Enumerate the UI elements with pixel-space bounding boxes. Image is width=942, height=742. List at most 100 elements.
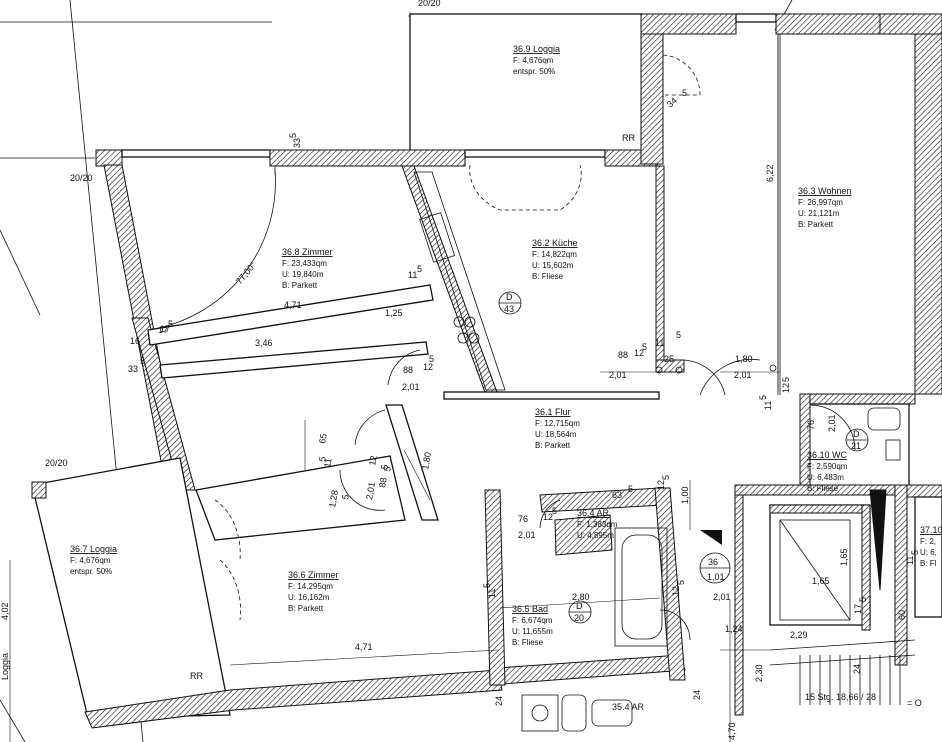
dim-label: 5 (781, 377, 791, 382)
room-perimeter: U: 18,564m (535, 430, 577, 439)
d-marker-43: D 43 (498, 291, 522, 315)
room-title: 36.3 Wohnen (798, 186, 851, 196)
dim-label: 5 (340, 494, 351, 501)
dim-label: 11 (487, 589, 497, 598)
dim-label: 4,71 (355, 642, 373, 652)
room-perimeter: U: 16,162m (288, 593, 330, 602)
room-bad-36-5: 36.5 Bad F: 6,674qm U: 11,655m B: Fliese (512, 604, 553, 647)
room-area: F: 23,433qm (282, 259, 327, 268)
room-floor: B: Parkett (288, 604, 324, 613)
room-loggia-36-9: 36.9 Loggia F: 4,676qm entspr. 50% (513, 44, 560, 76)
room-floor: B: Fliese (512, 638, 544, 647)
room-title: 36.4 AR (577, 508, 610, 518)
dim-label: 24 (852, 664, 862, 674)
room-title: 37.10 (920, 525, 942, 535)
dim-label: 2,30 (754, 664, 764, 682)
room-zimmer-36-6: 36.6 Zimmer F: 14,295qm U: 16,162m B: Pa… (288, 570, 339, 613)
dim-label: RR (622, 133, 635, 143)
room-title: 36.6 Zimmer (288, 570, 339, 580)
stair-marker-bottom: 1,01 (707, 572, 725, 582)
room-title: 36.9 Loggia (513, 44, 560, 54)
dim-label: 2,29 (790, 630, 808, 640)
dimension-lines (9, 34, 780, 742)
dim-label: 2,80 (572, 592, 590, 602)
room-perimeter: U: 11,655m (512, 627, 553, 636)
dim-label: 88 (403, 365, 413, 375)
dim-label: 12 (671, 586, 681, 596)
dim-label: 5 (417, 264, 422, 274)
dim-label: 2,01 (609, 370, 627, 380)
loggia-top (409, 13, 643, 155)
room-title: 36.8 Zimmer (282, 247, 333, 257)
stair-marker-top: 36 (708, 557, 718, 567)
dim-label: 12 (781, 383, 791, 393)
doors (147, 54, 856, 641)
dim-label: 1,00 (680, 486, 690, 504)
dim-label: 33 (128, 364, 138, 374)
dim-label: 2,01 (402, 382, 420, 392)
dim-label: 4,02 (0, 602, 10, 620)
dim-label: 17 (853, 604, 863, 614)
room-title: 36.10 WC (807, 450, 848, 460)
room-area: F: 2, (920, 537, 936, 546)
dim-label: 5 (382, 466, 393, 473)
dim-label: 2,01 (827, 414, 837, 432)
dim-label: 88 (377, 477, 389, 489)
dim-label: 5 (682, 88, 687, 98)
room-area: F: 6,674qm (512, 616, 553, 625)
dim-label: 5 (858, 597, 868, 602)
room-note: entspr. 50% (513, 67, 555, 76)
dim-label: = O (907, 698, 922, 708)
room-area: F: 4,676qm (70, 556, 111, 565)
dim-label: 76 (518, 514, 528, 524)
dim-label: 1,80 (420, 451, 433, 470)
dim-label: 88 (618, 350, 628, 360)
room-title: 36.2 Küche (532, 238, 578, 248)
dim-label: 4,70 (727, 722, 737, 740)
room-wc-36-10: 36.10 WC F: 2,590qm U: 6,483m B: Fliese (807, 450, 848, 493)
dim-label: 4,71 (284, 300, 302, 310)
dim-label: 11 (763, 401, 773, 410)
dim-label: 63 (612, 490, 622, 500)
room-loggia-36-7: 36.7 Loggia F: 4,676qm entspr. 50% (70, 544, 117, 576)
dim-label: 12 (543, 512, 553, 522)
room-area: F: 26,997qm (798, 198, 843, 207)
d-marker-43-top: D (506, 292, 513, 302)
dim-label: 5 (288, 133, 298, 138)
d-marker-21-top: D (853, 429, 860, 439)
dim-label: 5 (552, 506, 557, 516)
dim-label: 2,01 (364, 481, 377, 500)
room-perimeter: U: 4,895m (577, 531, 614, 540)
d-marker-20: D 20 (568, 600, 592, 624)
dim-label: 5 (642, 342, 647, 352)
dim-label: 11 (905, 556, 915, 565)
dim-label: 5 (429, 354, 434, 364)
dim-label: 1,65 (812, 576, 830, 586)
room-perimeter: U: 6,483m (807, 473, 844, 482)
dim-label: 5 (140, 356, 145, 366)
dim-label: 5 (168, 319, 173, 329)
dimension-labels: 20/20 20/20 20/20 33 5 17 5 17 16 33 5 4… (0, 0, 922, 740)
dim-label: 6,22 (765, 164, 775, 182)
dim-label: 2,01 (713, 592, 731, 602)
dim-label: 17 (160, 324, 170, 334)
dim-label: 2,01 (518, 530, 536, 540)
room-kueche-36-2: 36.2 Küche F: 14,822qm U: 15,602m B: Fli… (532, 238, 578, 281)
dim-label: 60 (897, 610, 907, 620)
dim-label: 5 (379, 464, 390, 471)
dim-label: 11 (408, 270, 417, 280)
dim-label: 5 (676, 330, 681, 340)
dim-label: 25 (664, 354, 674, 364)
dim-label: 20/20 (45, 458, 68, 468)
dim-label: 24 (494, 696, 504, 706)
dim-label: 1,24 (725, 624, 743, 634)
dim-label: 1,80 (735, 354, 753, 364)
dim-label: 15 Stg. 18,66 / 28 (805, 692, 876, 702)
dim-label: 65 (317, 433, 329, 445)
dim-label: 1,65 (839, 548, 849, 566)
dim-label: 5 (628, 484, 633, 494)
room-floor: B: Parkett (798, 220, 834, 229)
dim-label: 17 (158, 325, 168, 335)
room-37-10: 37.10 F: 2, U: 6, B: Fl (920, 525, 942, 568)
dim-label: 5 (482, 583, 492, 588)
